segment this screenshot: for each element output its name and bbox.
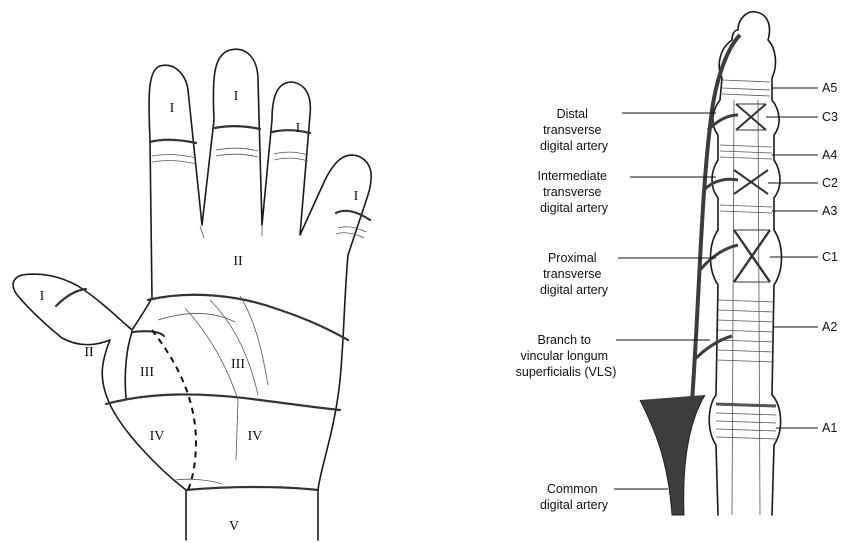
label-pulley-c3: C3 — [822, 110, 838, 124]
label-distal-artery: Distal transverse digital artery — [540, 107, 609, 153]
label-pulley-a5: A5 — [822, 81, 837, 95]
zone-label-ring: I — [296, 121, 301, 136]
ring-crease — [272, 130, 310, 133]
label-pulley-a2: A2 — [822, 320, 837, 334]
pulley-c1 — [734, 230, 770, 282]
zone-label-index: I — [170, 101, 175, 116]
label-common-artery: Common digital artery — [540, 482, 609, 512]
zone-label-wrist-v: V — [229, 519, 239, 534]
label-intermediate-artery: Intermediate transverse digital artery — [538, 169, 611, 215]
zone-label-middle: I — [234, 89, 239, 104]
thenar-edge — [125, 332, 132, 398]
zone-label-thumb-ii: II — [84, 345, 94, 360]
pulley-a4 — [720, 145, 772, 159]
index-crease — [150, 140, 196, 143]
label-vls-branch: Branch to vincular longum superficialis … — [516, 333, 617, 379]
zone-label-thumb-tip: I — [40, 289, 45, 304]
little-crease — [336, 211, 370, 220]
pulley-c2 — [734, 170, 768, 194]
zone-label-palm-iv: IV — [248, 429, 263, 444]
finger-illustration: Distal transverse digital artery Interme… — [516, 12, 838, 515]
thumb-crease — [56, 289, 86, 306]
hand-illustration: I I I I I II II III III IV IV V — [13, 49, 371, 540]
finger-outline — [709, 12, 781, 515]
zone-label-little: I — [354, 189, 359, 204]
intermediate-transverse-branch — [704, 179, 738, 190]
zone-label-thenar-iv: IV — [150, 429, 165, 444]
middle-crease — [215, 126, 260, 129]
pulley-a5 — [722, 80, 770, 96]
zone-label-palm-upper: II — [233, 254, 243, 269]
label-pulley-a4: A4 — [822, 148, 837, 162]
wrist-line — [186, 487, 318, 490]
label-pulley-c1: C1 — [822, 250, 838, 264]
palm-line-thenar — [132, 331, 164, 336]
pulley-a3 — [720, 205, 772, 213]
pulley-a2 — [718, 300, 774, 362]
zone-label-palm-iii: III — [231, 357, 245, 372]
pulley-a1 — [716, 404, 776, 439]
label-pulley-a3: A3 — [822, 204, 837, 218]
label-proximal-artery: Proximal transverse digital artery — [540, 251, 609, 297]
zone-label-thenar-iii: III — [140, 365, 154, 380]
palm-line-proximal — [106, 394, 340, 410]
label-pulley-a1: A1 — [822, 421, 837, 435]
pulley-c3 — [736, 104, 766, 130]
label-pulley-c2: C2 — [822, 176, 838, 190]
common-digital-artery — [640, 395, 705, 515]
palm-line-distal — [148, 295, 348, 340]
